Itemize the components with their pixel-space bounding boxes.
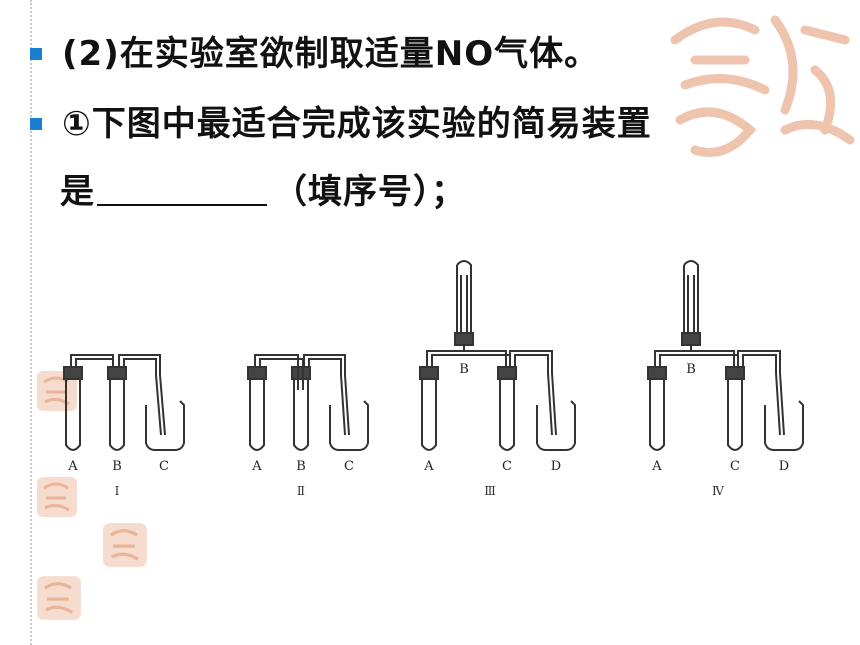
apparatus-label: D	[551, 459, 561, 474]
apparatus-label: A	[251, 459, 262, 474]
sub-question-1: ①下图中最适合完成该实验的简易装置	[62, 104, 652, 144]
apparatus-label: B	[686, 362, 696, 377]
apparatus-figure: A B C Ⅰ A B C Ⅱ A B C D Ⅲ A B C D Ⅳ	[63, 260, 804, 498]
apparatus-label: A	[423, 459, 434, 474]
seal-watermark-large	[670, 15, 855, 157]
apparatus-label: C	[344, 459, 354, 474]
apparatus-label: B	[296, 459, 306, 474]
apparatus-label: B	[112, 459, 122, 474]
setup-numeral: Ⅰ	[115, 484, 120, 498]
apparatus-label: B	[459, 362, 469, 377]
setup-1	[63, 354, 185, 451]
setup-4	[647, 260, 804, 451]
answer-prefix: 是	[60, 172, 95, 212]
question-line-2: ①下图中最适合完成该实验的简易装置	[30, 104, 652, 144]
seal-watermark-2	[37, 477, 77, 517]
setup-2	[247, 354, 369, 451]
answer-suffix: （填序号）；	[273, 172, 466, 212]
setup-numeral: Ⅱ	[297, 484, 305, 498]
setup-numeral: Ⅳ	[712, 484, 725, 498]
apparatus-label: C	[730, 459, 740, 474]
apparatus-label: C	[159, 459, 169, 474]
square-bullet-icon	[30, 118, 42, 130]
apparatus-label: D	[779, 459, 789, 474]
setup-numeral: Ⅲ	[484, 484, 496, 498]
apparatus-label: A	[67, 459, 78, 474]
apparatus-label: A	[651, 459, 662, 474]
square-bullet-icon	[30, 48, 42, 60]
margin-dotted-line	[30, 0, 32, 645]
seal-watermark-3	[103, 523, 147, 567]
setup-3	[419, 260, 576, 451]
question-line-3: 是 （填序号）；	[60, 172, 466, 212]
question-part-2: (2)在实验室欲制取适量NO气体。	[62, 34, 600, 74]
question-line-1: (2)在实验室欲制取适量NO气体。	[30, 34, 599, 74]
seal-watermark-4	[37, 576, 81, 620]
apparatus-label: C	[502, 459, 512, 474]
answer-blank[interactable]	[97, 204, 267, 206]
